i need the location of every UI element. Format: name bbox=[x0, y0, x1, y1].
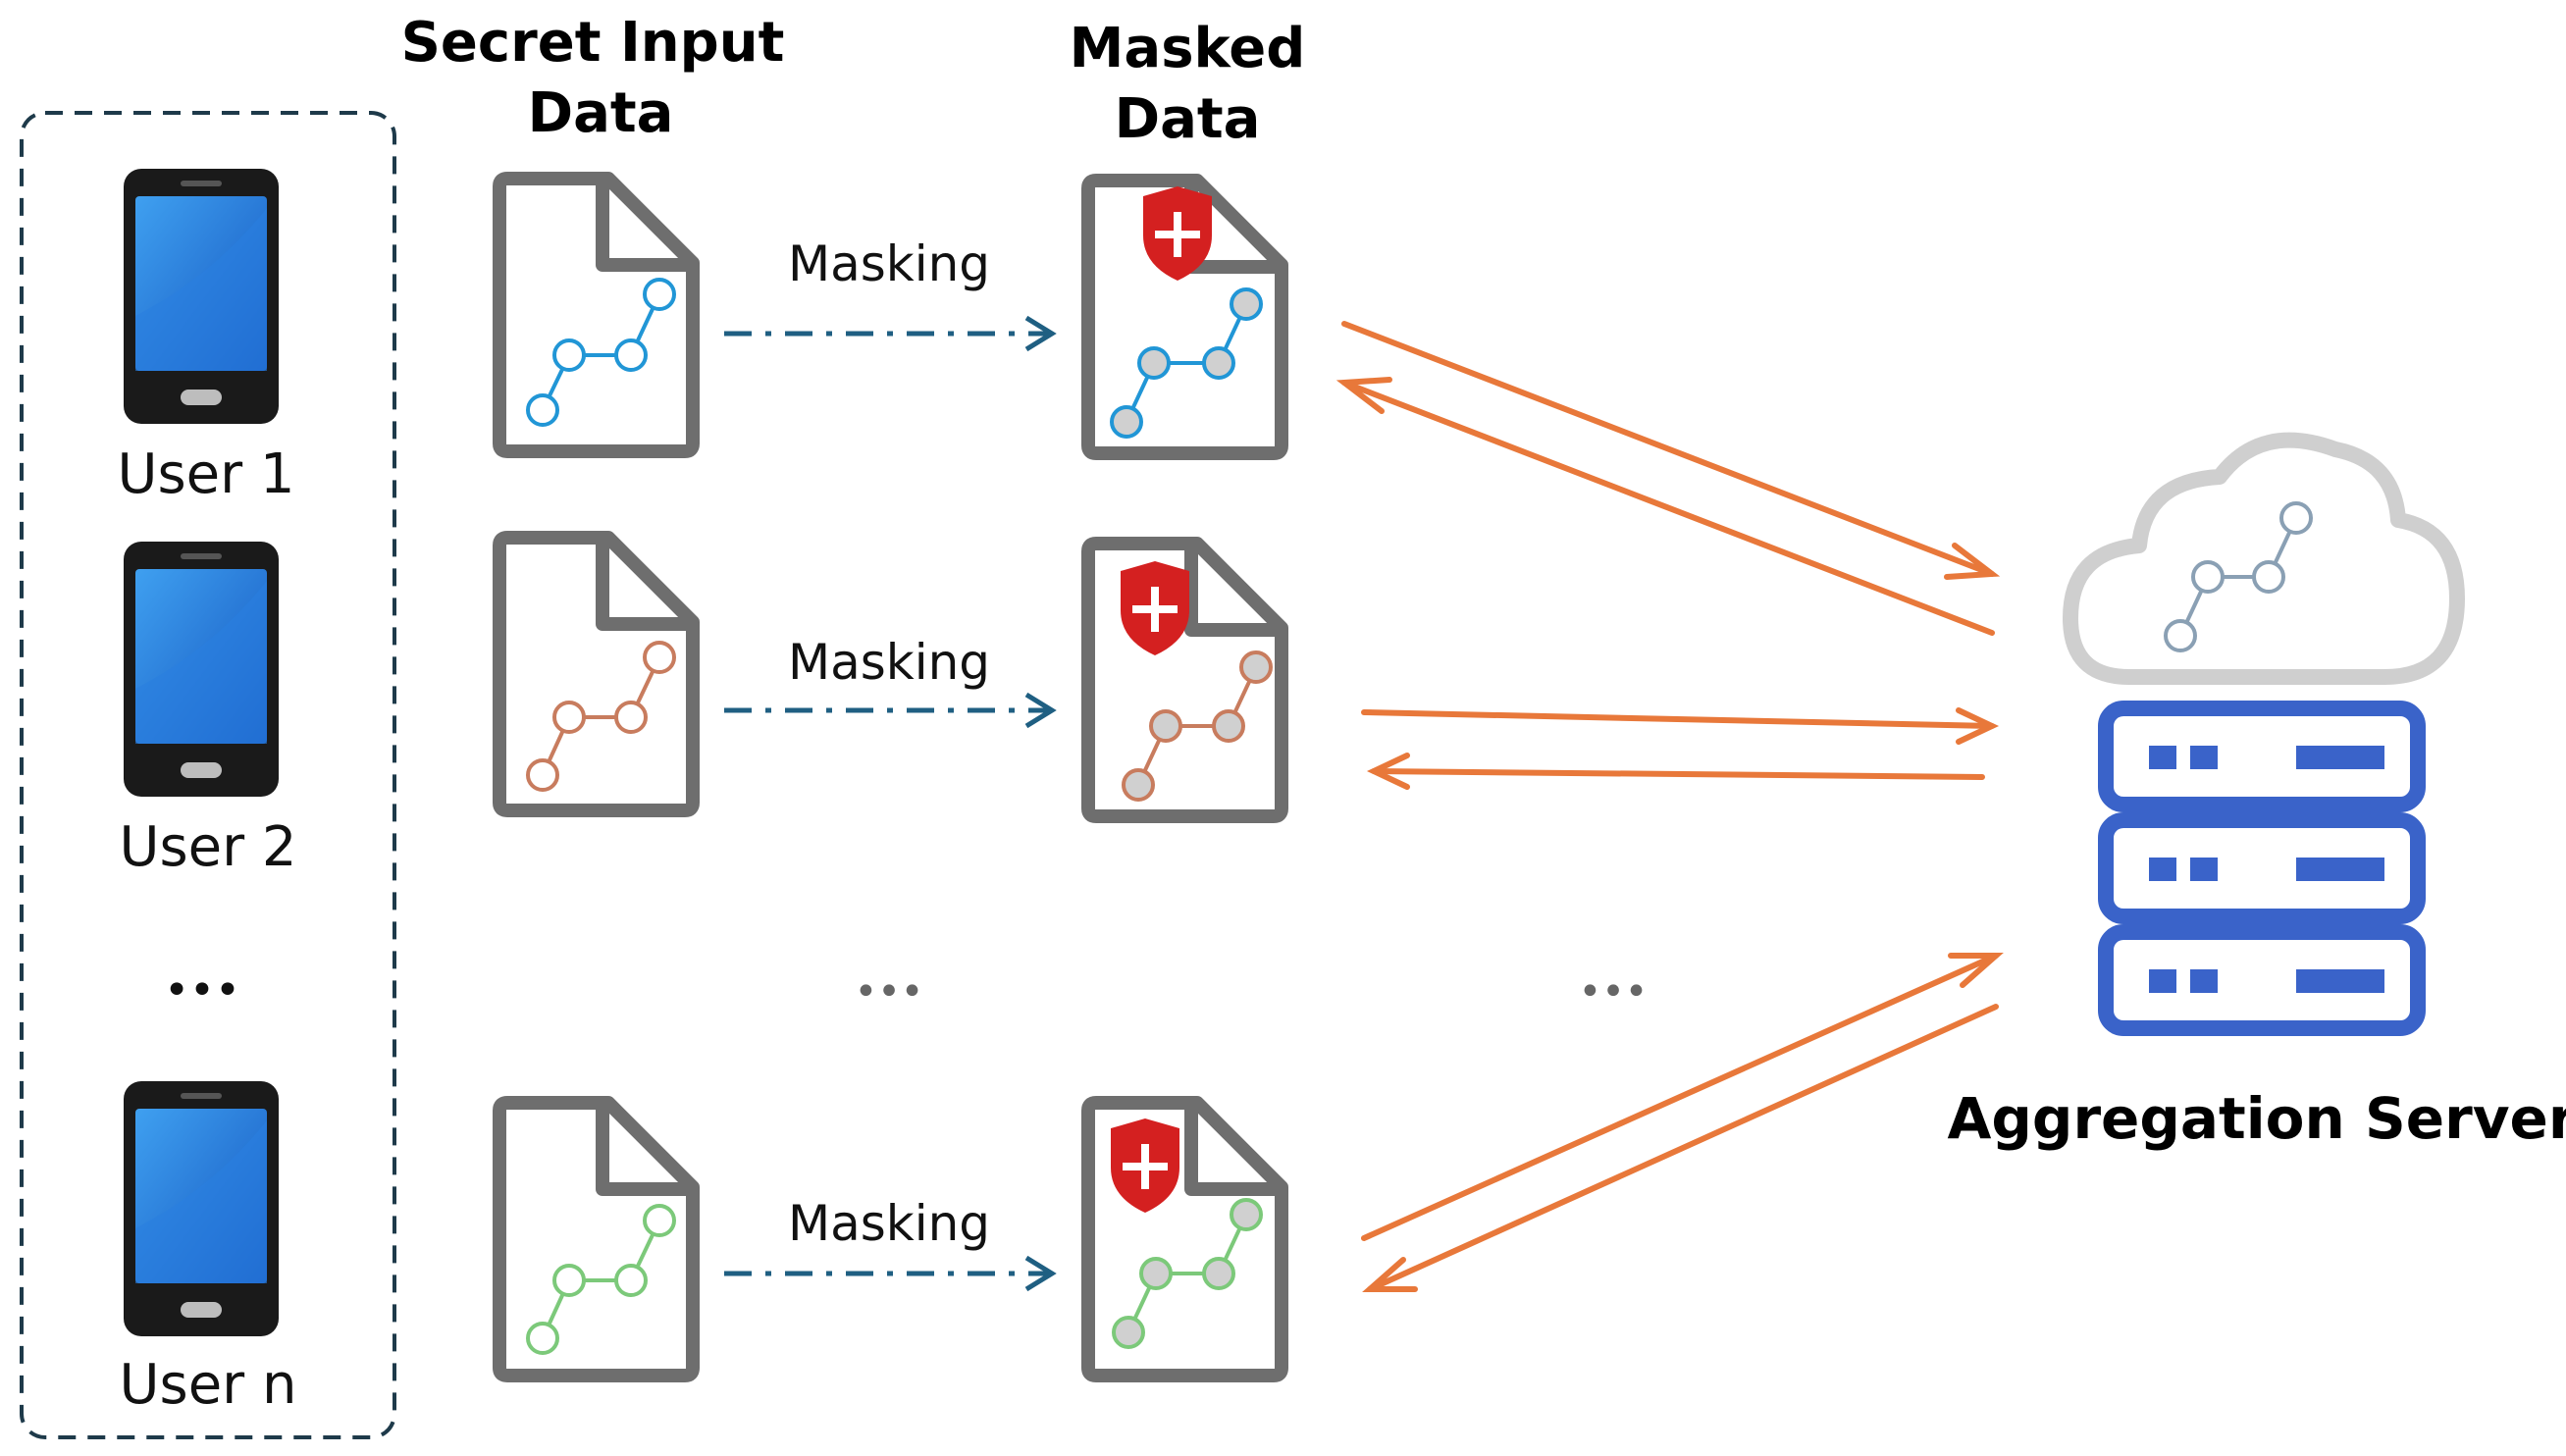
documents-ellipsis: ••• bbox=[855, 969, 924, 1014]
shield-plus-icon bbox=[1143, 186, 1212, 281]
data-chart bbox=[526, 1204, 676, 1355]
smartphone-icon bbox=[124, 169, 279, 424]
users-group-box bbox=[20, 111, 396, 1439]
masked-data-heading-line1: Masked bbox=[1070, 17, 1306, 80]
user-1-phone bbox=[124, 169, 279, 424]
download-arrow-user-1 bbox=[1341, 380, 1995, 636]
upload-arrow-user-2 bbox=[1361, 709, 1995, 729]
users-ellipsis: ••• bbox=[164, 965, 240, 1015]
masking-label-user-n: Masking bbox=[788, 1195, 990, 1252]
communication-arrows bbox=[1335, 321, 2004, 1292]
secret-document-user-2 bbox=[493, 531, 700, 817]
shield-plus-icon bbox=[1111, 1118, 1179, 1213]
document-icon bbox=[493, 531, 700, 817]
data-chart bbox=[1122, 650, 1273, 802]
shield-plus-icon bbox=[1121, 561, 1189, 655]
masking-arrow-user-n bbox=[724, 1255, 1057, 1292]
arrows-ellipsis: ••• bbox=[1579, 969, 1649, 1014]
masking-arrow-user-2 bbox=[724, 692, 1057, 729]
data-chart bbox=[526, 278, 676, 427]
upload-arrow-user-n bbox=[1361, 953, 1999, 1241]
document-icon bbox=[493, 172, 700, 458]
masked-document-user-1 bbox=[1081, 174, 1288, 460]
user-n-phone bbox=[124, 1081, 279, 1336]
data-chart bbox=[1110, 287, 1263, 439]
user-2-label: User 2 bbox=[119, 815, 296, 879]
server-rack-icon bbox=[2098, 701, 2426, 1036]
masked-data-heading-line2: Data bbox=[1115, 87, 1261, 151]
user-2-phone bbox=[124, 542, 279, 797]
smartphone-icon bbox=[124, 1081, 279, 1336]
masking-label-user-2: Masking bbox=[788, 634, 990, 691]
download-arrow-user-2 bbox=[1371, 768, 1985, 780]
masked-document-user-2 bbox=[1081, 537, 1288, 823]
download-arrow-user-n bbox=[1367, 1004, 1999, 1292]
secret-document-user-1 bbox=[493, 172, 700, 458]
data-chart bbox=[526, 641, 676, 792]
secret-document-user-n bbox=[493, 1096, 700, 1382]
upload-arrow-user-1 bbox=[1341, 321, 1995, 577]
cloud-icon bbox=[2063, 432, 2465, 685]
document-icon bbox=[493, 1096, 700, 1382]
masking-label-user-1: Masking bbox=[788, 235, 990, 292]
secret-input-heading-line2: Data bbox=[528, 81, 674, 145]
smartphone-icon bbox=[124, 542, 279, 797]
user-1-label: User 1 bbox=[117, 442, 294, 506]
data-chart bbox=[1112, 1198, 1263, 1349]
secret-input-heading-line1: Secret Input bbox=[401, 11, 785, 75]
user-n-label: User n bbox=[120, 1353, 297, 1417]
masked-document-user-n bbox=[1081, 1096, 1288, 1382]
masking-arrow-user-1 bbox=[724, 315, 1057, 352]
aggregation-server-label: Aggregation Server bbox=[1948, 1085, 2566, 1152]
data-chart bbox=[2164, 501, 2313, 652]
